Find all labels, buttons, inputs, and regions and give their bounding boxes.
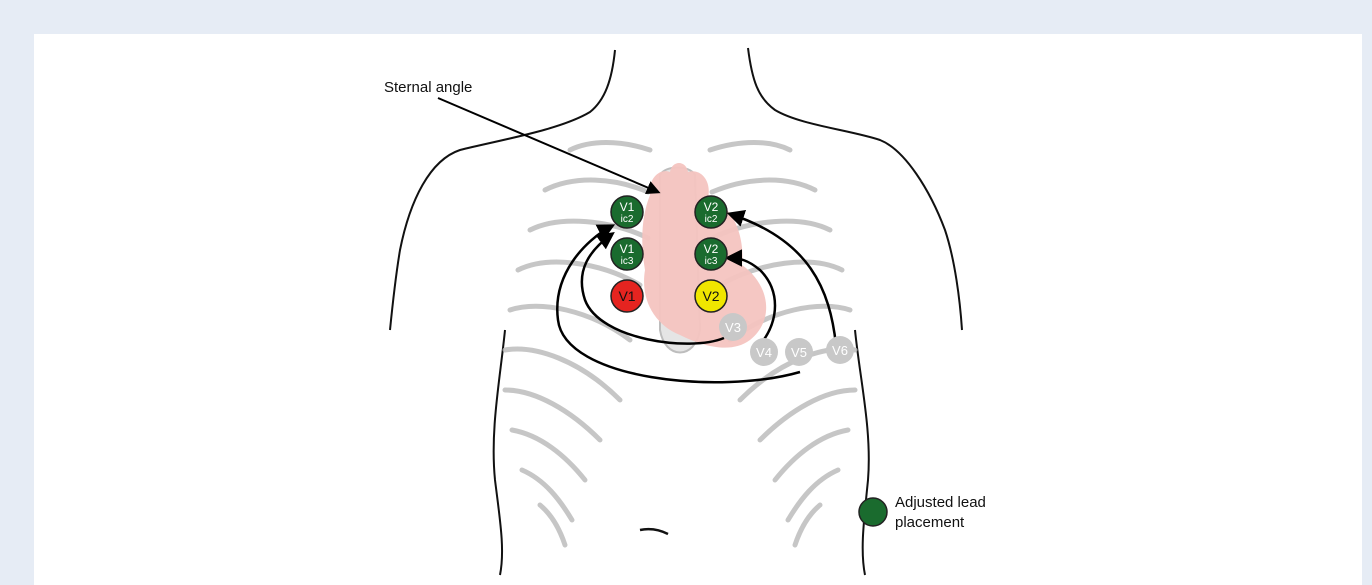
lead-v3-label: V3 bbox=[725, 320, 741, 335]
legend-line2: placement bbox=[895, 514, 965, 531]
lead-v2-ic3: V2 ic3 bbox=[695, 238, 727, 270]
lead-v6-label: V6 bbox=[832, 343, 848, 358]
legend-swatch bbox=[859, 498, 887, 526]
lead-v6: V6 bbox=[826, 336, 854, 364]
lead-v1-ic2: V1 ic2 bbox=[611, 196, 643, 228]
lead-v1: V1 bbox=[611, 280, 643, 312]
lead-v5-label: V5 bbox=[791, 345, 807, 360]
lead-v2: V2 bbox=[695, 280, 727, 312]
lead-v1-ic3: V1 ic3 bbox=[611, 238, 643, 270]
lead-v4: V4 bbox=[750, 338, 778, 366]
sternal-angle-label: Sternal angle bbox=[384, 79, 472, 96]
lead-v3: V3 bbox=[719, 313, 747, 341]
lead-v5: V5 bbox=[785, 338, 813, 366]
lead-v2-label: V2 bbox=[702, 288, 719, 304]
legend-line1: Adjusted lead bbox=[895, 494, 986, 511]
legend: Adjusted lead placement bbox=[859, 494, 986, 531]
lead-v2-ic3-top: V2 bbox=[704, 242, 719, 256]
lead-v2-ic3-sub: ic3 bbox=[705, 256, 718, 267]
lead-v1-ic2-sub: ic2 bbox=[621, 214, 634, 225]
lead-v1-ic3-top: V1 bbox=[620, 242, 635, 256]
lead-v4-label: V4 bbox=[756, 345, 772, 360]
lead-v1-ic2-top: V1 bbox=[620, 200, 635, 214]
lead-v1-ic3-sub: ic3 bbox=[621, 256, 634, 267]
lead-v2-ic2-sub: ic2 bbox=[705, 214, 718, 225]
lead-v2-ic2: V2 ic2 bbox=[695, 196, 727, 228]
lead-v2-ic2-top: V2 bbox=[704, 200, 719, 214]
lead-v1-label: V1 bbox=[618, 288, 635, 304]
